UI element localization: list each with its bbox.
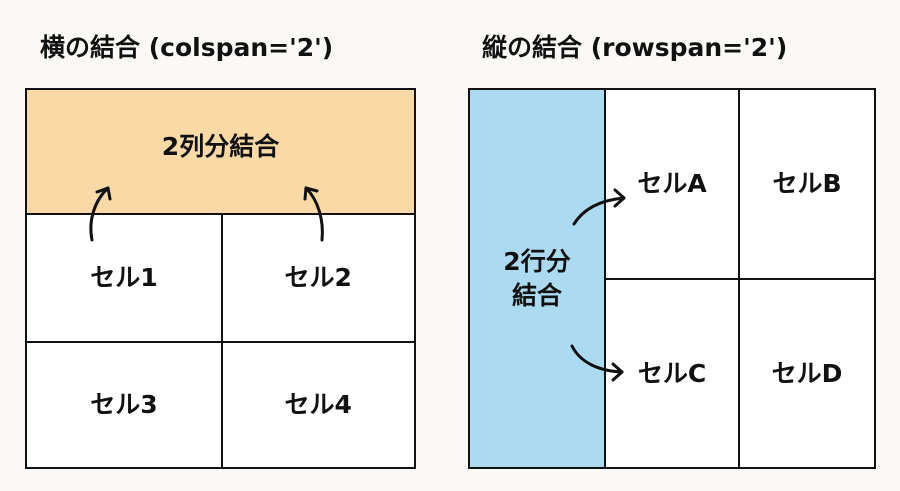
colspan-title: 横の結合 (colspan='2') [40,33,334,62]
rowspan-merged-cell: 2行分 結合 [468,88,606,469]
colspan-merged-cell: 2列分結合 [25,88,416,215]
rowspan-title: 縦の結合 (rowspan='2') [482,33,788,62]
cell-4: セル4 [220,340,416,469]
merged-label-line1: 2行分 [503,246,571,276]
cell-d: セルD [738,278,876,469]
cell-1: セル1 [25,213,223,343]
arrow-icon-to-cell-c [570,344,624,382]
arrow-icon-right-up [303,186,324,242]
arrow-icon-to-cell-a [572,188,626,226]
merged-label-line2: 結合 [511,280,562,310]
cell-3: セル3 [25,340,223,469]
merged-label: 2列分結合 [161,131,280,161]
cell-a: セルA [603,88,741,281]
cell-c: セルC [603,278,741,469]
arrow-icon-left-up [89,186,112,242]
